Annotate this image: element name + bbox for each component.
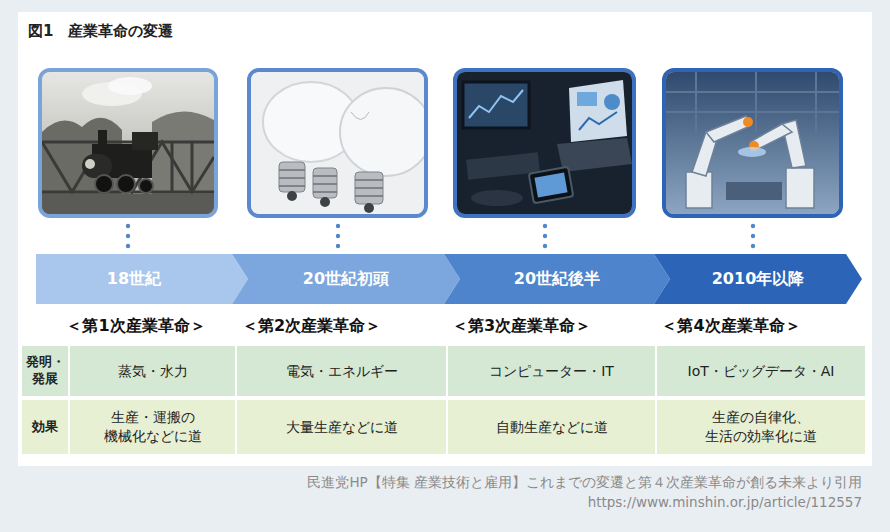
row-header: 発明・ 発展 <box>22 346 68 396</box>
photo-steam-train <box>38 68 218 218</box>
era-label: ＜第1次産業革命＞ <box>36 316 236 338</box>
photo-computers <box>453 68 636 218</box>
chevron-fill <box>444 254 670 304</box>
chevron-fill <box>232 254 460 304</box>
era-label: ＜第2次産業革命＞ <box>207 316 416 338</box>
chevron-label: 20世紀初頭 <box>303 269 389 290</box>
chevron-fill <box>36 254 248 304</box>
chevron-fill <box>654 254 862 304</box>
era-label: ＜第4次産業革命＞ <box>627 316 835 338</box>
photo-light-bulbs <box>247 68 428 218</box>
timeline-chevron: 18世紀 <box>36 254 248 304</box>
source-note: 民進党HP【特集 産業技術と雇用】これまでの変遷と第４次産業革命が創る未来より引… <box>307 474 862 492</box>
table-cell: 電気・エネルギー <box>237 346 446 396</box>
photo-robots <box>662 68 843 218</box>
robot-illustration <box>666 72 839 214</box>
chevron-label: 18世紀 <box>107 269 161 290</box>
source-note: https://www.minshin.or.jp/article/112557 <box>588 494 862 510</box>
table-cell: 蒸気・水力 <box>70 346 235 396</box>
timeline-chevron: 2010年以降 <box>654 254 862 304</box>
chevron-label: 2010年以降 <box>712 269 805 290</box>
bulb-illustration <box>251 72 424 214</box>
chevron-label: 20世紀後半 <box>514 269 600 290</box>
era-label: ＜第3次産業革命＞ <box>418 316 625 338</box>
diagram-title: 図1 産業革命の変遷 <box>28 22 173 41</box>
table-cell: コンピューター・IT <box>448 346 655 396</box>
table-cell: 大量生産などに道 <box>237 400 446 454</box>
timeline-chevron: 20世紀後半 <box>444 254 670 304</box>
table-cell: 生産・運搬の 機械化などに道 <box>70 400 235 454</box>
row-header: 効果 <box>22 400 68 454</box>
train-illustration <box>42 72 214 214</box>
computer-illustration <box>457 72 632 214</box>
table-cell: 自動生産などに道 <box>448 400 655 454</box>
dot-column <box>126 224 755 248</box>
table-cell: 生産の自律化、 生活の効率化に道 <box>657 400 865 454</box>
timeline-chevron: 20世紀初頭 <box>232 254 460 304</box>
table-cell: IoT・ビッグデータ・AI <box>657 346 865 396</box>
